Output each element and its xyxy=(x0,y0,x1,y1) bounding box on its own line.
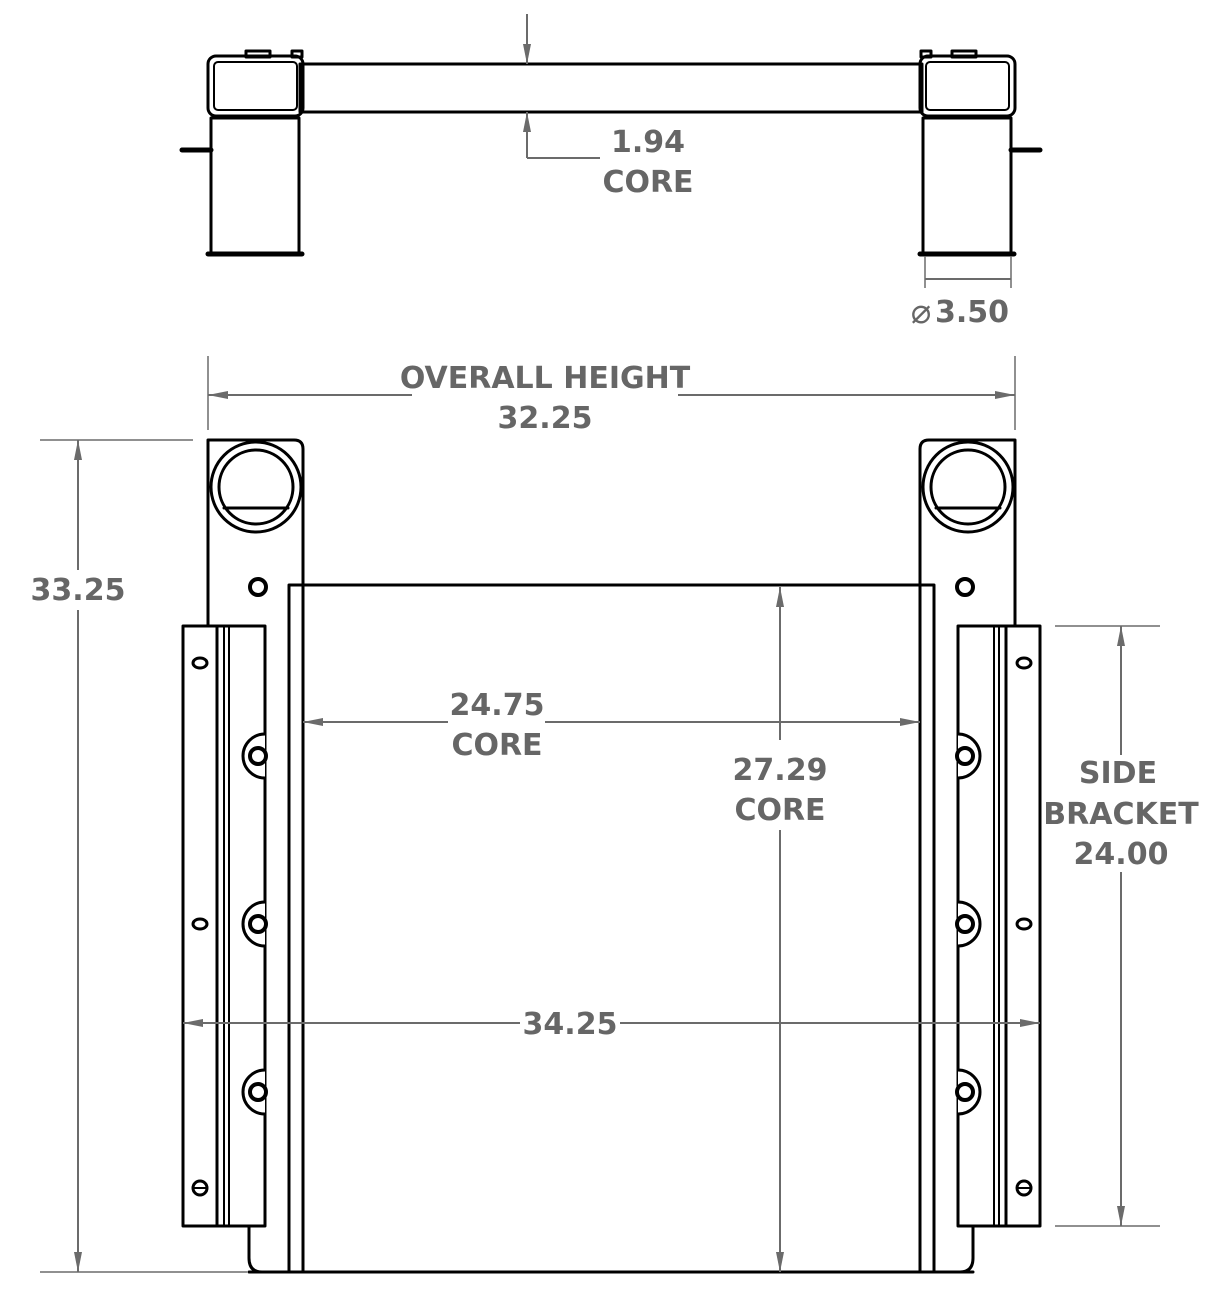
core-depth-label: CORE xyxy=(602,165,693,200)
left-port xyxy=(209,440,303,534)
overall-height-value: 32.25 xyxy=(498,401,593,436)
core-width-label: CORE xyxy=(451,728,542,763)
core-height-value: 27.29 xyxy=(733,753,828,788)
top-view-right-port xyxy=(921,116,1013,256)
right-port xyxy=(921,440,1015,534)
core-width-dimension: 24.75 CORE xyxy=(303,688,920,763)
port-diameter-dimension: ⌀ 3.50 xyxy=(911,256,1012,332)
left-side-bracket xyxy=(181,624,268,1228)
side-bracket-value: 24.00 xyxy=(1074,837,1169,872)
core-height-label: CORE xyxy=(734,793,825,828)
top-view-right-tank xyxy=(918,54,1017,118)
top-view-left-tank xyxy=(206,54,305,118)
overall-height-dimension: OVERALL HEIGHT 32.25 xyxy=(207,356,1016,436)
diameter-symbol: ⌀ xyxy=(911,292,931,332)
core-width-value: 24.75 xyxy=(450,688,545,723)
mount-span-value: 34.25 xyxy=(523,1007,618,1042)
port-diameter-value: 3.50 xyxy=(935,295,1009,330)
overall-width-dimension: 33.25 xyxy=(31,439,247,1273)
core-height-dimension: 27.29 CORE xyxy=(726,587,834,1272)
core-depth-value: 1.94 xyxy=(611,125,685,160)
core xyxy=(287,583,936,1274)
top-view-core-bar xyxy=(298,62,924,114)
top-view xyxy=(179,49,1043,257)
front-view xyxy=(181,438,1042,1274)
mount-span-dimension: 34.25 xyxy=(183,1007,1040,1042)
left-tank-column xyxy=(206,438,305,1274)
right-bracket-lugs xyxy=(955,732,982,1116)
right-upper-hole xyxy=(955,577,975,597)
overall-height-label: OVERALL HEIGHT xyxy=(400,361,691,396)
core-depth-dimension: 1.94 CORE xyxy=(523,14,694,200)
left-upper-hole xyxy=(248,577,268,597)
side-bracket-dimension: SIDE BRACKET 24.00 xyxy=(1043,625,1199,1227)
side-bracket-line1: SIDE xyxy=(1079,756,1157,791)
top-view-left-port xyxy=(209,116,301,256)
bottom-base xyxy=(247,1224,975,1274)
right-side-bracket xyxy=(955,624,1042,1228)
left-bracket-lugs xyxy=(241,732,268,1116)
right-tank-column xyxy=(918,438,1017,1274)
overall-width-value: 33.25 xyxy=(31,573,126,608)
side-bracket-line2: BRACKET xyxy=(1043,797,1199,832)
